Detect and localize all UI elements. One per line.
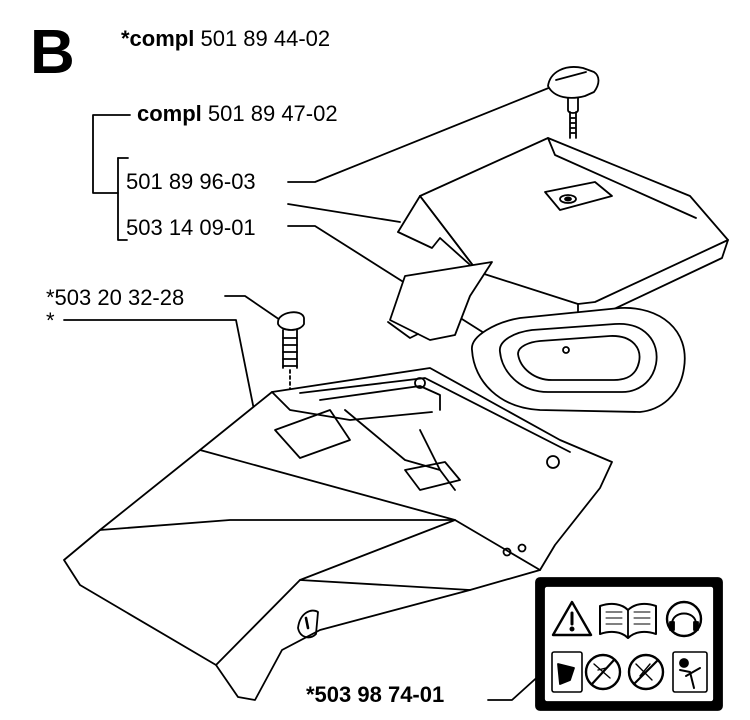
operator-icon bbox=[672, 651, 708, 693]
knob-part bbox=[547, 66, 600, 139]
leader-decal bbox=[487, 671, 544, 701]
assembly-sub-number: 501 89 47-02 bbox=[207, 101, 338, 126]
assembly-main-number: 501 89 44-02 bbox=[200, 26, 331, 51]
no-saw-icon bbox=[584, 653, 622, 691]
label-part-knob: 501 89 96-03 bbox=[126, 169, 256, 194]
no-hazard-icon bbox=[627, 653, 665, 691]
section-letter: B bbox=[30, 18, 75, 87]
main-housing bbox=[63, 367, 613, 701]
label-assembly-main: *compl 501 89 44-02 bbox=[121, 28, 330, 50]
no-hand-icon bbox=[551, 651, 583, 693]
leader-housing bbox=[63, 319, 256, 416]
assembly-bracket bbox=[92, 114, 131, 241]
label-part-housing: * bbox=[46, 308, 55, 333]
leader-knob bbox=[287, 84, 557, 183]
manual-book-icon bbox=[599, 602, 657, 639]
warning-triangle-icon bbox=[551, 600, 593, 637]
decal-panel bbox=[535, 577, 723, 711]
assembly-main-prefix: *compl bbox=[121, 26, 195, 51]
ear-protection-icon bbox=[665, 600, 703, 638]
screw-part bbox=[277, 311, 305, 393]
gasket-plate bbox=[471, 307, 686, 413]
label-assembly-sub: compl 501 89 47-02 bbox=[137, 103, 338, 125]
assembly-sub-prefix: compl bbox=[137, 101, 202, 126]
label-part-decal: *503 98 74-01 bbox=[306, 682, 445, 707]
label-part-screw: *503 20 32-28 bbox=[46, 285, 185, 310]
filter-cover bbox=[387, 137, 729, 341]
leader-screw bbox=[224, 295, 284, 323]
label-part-cover: 503 14 09-01 bbox=[126, 215, 256, 240]
leader-cover-a bbox=[287, 203, 401, 223]
